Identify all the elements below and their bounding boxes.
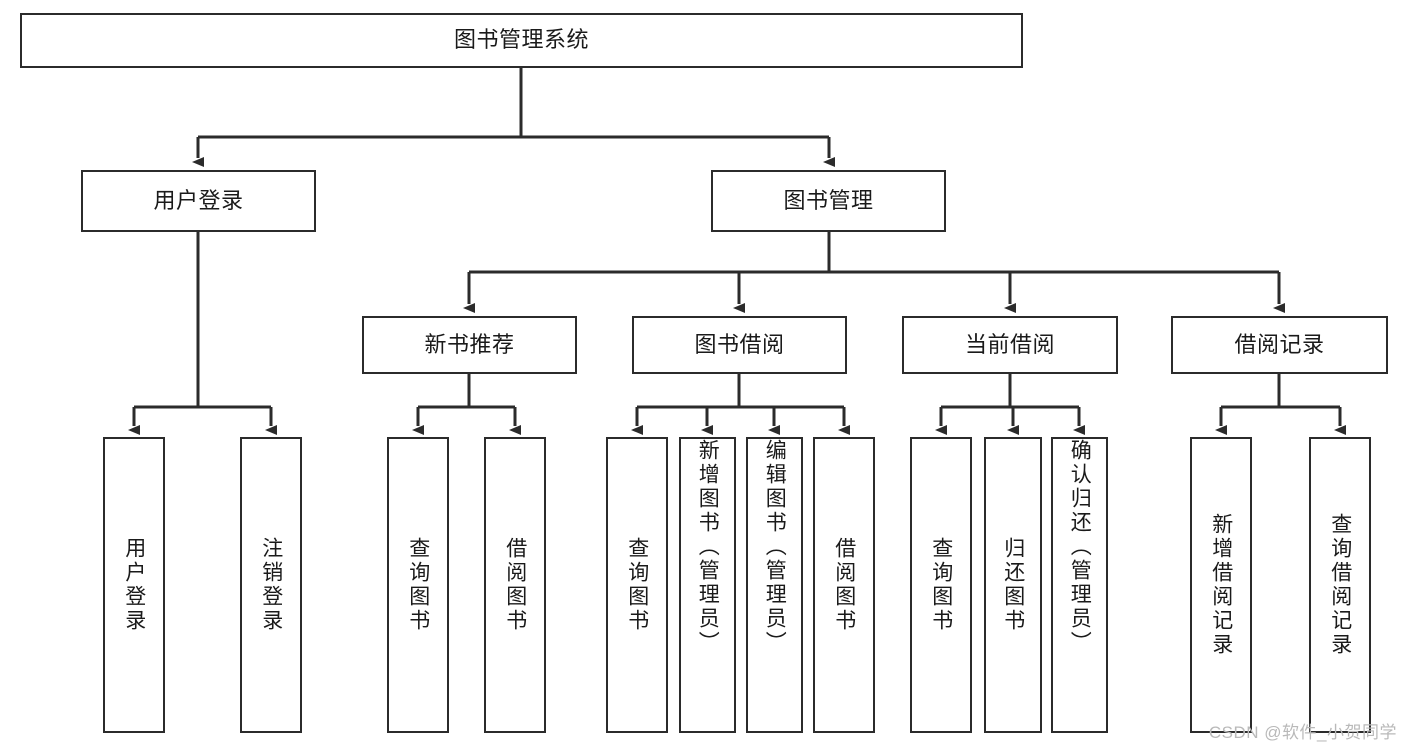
node-leaf-confirm-return-admin[interactable]: 确认归还（管理员） xyxy=(1051,437,1108,733)
node-leaf-borrow-book-1-label: 借阅图书 xyxy=(503,537,527,633)
edge-currentborrow-to-leaves xyxy=(935,374,1085,435)
node-book-borrow[interactable]: 图书借阅 xyxy=(632,316,847,374)
node-leaf-query-borrow-record[interactable]: 查询借阅记录 xyxy=(1309,437,1371,733)
node-leaf-user-login[interactable]: 用户登录 xyxy=(103,437,165,733)
node-borrow-record-label: 借阅记录 xyxy=(1234,331,1325,357)
watermark: CSDN @软件_小贺同学 xyxy=(1208,723,1397,742)
node-book-manage-label: 图书管理 xyxy=(783,187,874,213)
node-leaf-query-book-2-label: 查询图书 xyxy=(625,537,649,633)
node-leaf-logout-label: 注销登录 xyxy=(259,537,283,633)
node-leaf-add-book-admin[interactable]: 新增图书（管理员） xyxy=(679,437,736,733)
node-user-login[interactable]: 用户登录 xyxy=(81,170,316,232)
node-leaf-query-borrow-record-label: 查询借阅记录 xyxy=(1328,513,1352,657)
node-current-borrow-label: 当前借阅 xyxy=(964,331,1055,357)
node-new-book-recommend-label: 新书推荐 xyxy=(424,331,515,357)
edge-userlogin-to-leaves xyxy=(128,232,277,435)
node-leaf-add-borrow-record[interactable]: 新增借阅记录 xyxy=(1190,437,1252,733)
node-new-book-recommend[interactable]: 新书推荐 xyxy=(362,316,577,374)
node-leaf-borrow-book-2[interactable]: 借阅图书 xyxy=(813,437,875,733)
node-leaf-query-book-3-label: 查询图书 xyxy=(929,537,953,633)
node-leaf-logout[interactable]: 注销登录 xyxy=(240,437,302,733)
node-current-borrow[interactable]: 当前借阅 xyxy=(902,316,1118,374)
node-book-borrow-label: 图书借阅 xyxy=(694,331,785,357)
node-leaf-user-login-label: 用户登录 xyxy=(122,537,146,633)
node-leaf-query-book-2[interactable]: 查询图书 xyxy=(606,437,668,733)
edge-borrowrecord-to-leaves xyxy=(1215,374,1346,435)
node-leaf-query-book-1[interactable]: 查询图书 xyxy=(387,437,449,733)
edge-root-to-level2 xyxy=(192,68,835,167)
node-leaf-return-book-label: 归还图书 xyxy=(1001,537,1025,633)
edge-newbook-to-leaves xyxy=(412,374,521,435)
node-root-label: 图书管理系统 xyxy=(453,27,589,53)
node-leaf-confirm-return-admin-label: 确认归还（管理员） xyxy=(1068,439,1092,655)
node-borrow-record[interactable]: 借阅记录 xyxy=(1171,316,1388,374)
node-leaf-query-book-3[interactable]: 查询图书 xyxy=(910,437,972,733)
node-leaf-edit-book-admin[interactable]: 编辑图书（管理员） xyxy=(746,437,803,733)
node-leaf-query-book-1-label: 查询图书 xyxy=(406,537,430,633)
node-leaf-add-book-admin-label: 新增图书（管理员） xyxy=(696,439,720,655)
node-book-manage[interactable]: 图书管理 xyxy=(711,170,946,232)
edge-bookmanage-to-level3 xyxy=(463,232,1285,313)
node-leaf-add-borrow-record-label: 新增借阅记录 xyxy=(1209,513,1233,657)
node-leaf-borrow-book-1[interactable]: 借阅图书 xyxy=(484,437,546,733)
node-user-login-label: 用户登录 xyxy=(153,187,244,213)
node-leaf-return-book[interactable]: 归还图书 xyxy=(984,437,1042,733)
node-leaf-edit-book-admin-label: 编辑图书（管理员） xyxy=(763,439,787,655)
node-root[interactable]: 图书管理系统 xyxy=(20,13,1023,68)
edge-bookborrow-to-leaves xyxy=(631,374,850,435)
node-leaf-borrow-book-2-label: 借阅图书 xyxy=(832,537,856,633)
